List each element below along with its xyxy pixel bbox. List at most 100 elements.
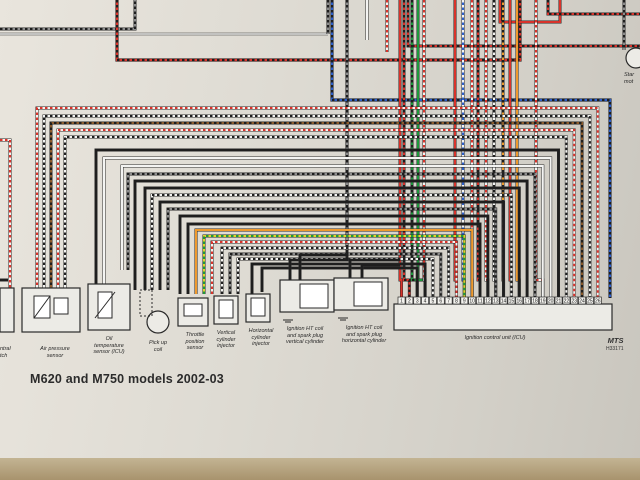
- icu-pin-19: [538, 296, 547, 305]
- icu-pin-label: 4: [424, 299, 427, 305]
- label-throttle-position-sensor: Throttle position sensor: [185, 332, 205, 351]
- wire: [95, 149, 560, 297]
- icu-pin-label: 24: [579, 299, 585, 305]
- icu-pin-label: 1: [400, 299, 403, 305]
- label-oil-temperature-sensor: Oil temperature sensor (ICU): [93, 336, 125, 355]
- wire: [299, 254, 347, 284]
- wire: [144, 187, 521, 297]
- icu-pin-label: 5: [432, 299, 435, 305]
- wire: [547, 0, 640, 15]
- label-edge-left: ntral tch: [0, 346, 11, 359]
- icu-pin-label: 23: [571, 299, 577, 305]
- wire-trace: [43, 115, 591, 297]
- icu-pin-9: [460, 296, 469, 305]
- wire-trace: [411, 0, 419, 297]
- wire-trace: [403, 0, 411, 297]
- wire-trace: [151, 194, 513, 297]
- icu-pin-label: 19: [540, 299, 546, 305]
- wire: [103, 157, 552, 297]
- icu-pin-17: [523, 296, 531, 305]
- wire: [0, 0, 136, 30]
- wire: [134, 180, 529, 297]
- wire-trace: [547, 0, 640, 15]
- air-pressure-sensor: [21, 287, 81, 333]
- icu-pin-label: 21: [556, 299, 562, 305]
- code-number: H33171: [606, 346, 624, 352]
- diagram-code: MTS H33171: [606, 337, 624, 353]
- wire-outline: [102, 156, 553, 297]
- icu-pin-label: 20: [548, 299, 554, 305]
- wire: [121, 165, 544, 297]
- icu-pin-label: 26: [595, 299, 601, 305]
- code-brand: MTS: [607, 336, 624, 345]
- air-sensor-arrow: [33, 295, 51, 319]
- icu-pin-10: [468, 296, 477, 305]
- throttle-sensor-element: [183, 303, 203, 317]
- icu-pin-15: [507, 296, 516, 305]
- wire: [179, 215, 489, 297]
- label-ignition-control-unit: Ignition control unit (ICU): [464, 335, 526, 341]
- wire: [159, 201, 505, 297]
- label-ignition-coil-horizontal: Ignition HT coil and spark plug horizont…: [341, 325, 387, 344]
- oil-sensor-arrow: [94, 291, 116, 319]
- coil-winding: [353, 281, 383, 307]
- wire-trace: [57, 129, 576, 297]
- icu-pin-13: [491, 296, 500, 305]
- edge-switch: [0, 287, 15, 333]
- icu-pin-label: 14: [501, 299, 507, 305]
- icu-pin-16: [515, 296, 524, 305]
- wire: [127, 173, 536, 297]
- icu-pin-20: [546, 296, 555, 305]
- icu-pin-4: [421, 296, 429, 305]
- icu-pin-25: [586, 296, 594, 305]
- wire: [187, 223, 481, 297]
- wire-trace: [0, 0, 136, 30]
- icu-pin-22: [562, 296, 571, 305]
- icu-pin-23: [570, 296, 579, 305]
- wire-trace: [407, 0, 640, 47]
- pick-up-coil: [146, 310, 170, 334]
- icu-pin-18: [531, 296, 539, 305]
- icu-pin-6: [436, 296, 445, 305]
- label-horizontal-cylinder-injector: Horizontal cylinder injector: [248, 328, 274, 347]
- wire-outline: [0, 138, 12, 290]
- pick-up-coil-shield: [139, 289, 153, 317]
- wire-trace: [0, 139, 11, 290]
- icu-pin-label: 12: [485, 299, 491, 305]
- icu-pin-3: [413, 296, 422, 305]
- icu-pin-24: [578, 296, 586, 305]
- wire: [203, 235, 466, 297]
- air-sensor-element: [53, 297, 69, 315]
- injector-coil: [218, 299, 234, 319]
- wire-trace: [330, 0, 612, 298]
- label-ignition-coil-vertical: Ignition HT coil and spark plug vertical…: [286, 326, 324, 345]
- icu-pin-label: 11: [477, 299, 482, 305]
- icu-pin-label: 6: [439, 299, 442, 305]
- label-edge-right: Star mot: [624, 72, 635, 85]
- wire-outline: [546, 0, 640, 16]
- icu-pin-21: [554, 296, 563, 305]
- wire-trace: [64, 136, 568, 297]
- icu-pin-label: 9: [463, 299, 466, 305]
- wire: [361, 264, 400, 278]
- wire: [43, 115, 591, 297]
- icu-pin-14: [499, 296, 508, 305]
- wire: [349, 259, 400, 278]
- label-air-pressure-sensor: Air pressure sensor: [40, 346, 70, 359]
- icu-pin-2: [405, 296, 414, 305]
- wire-trace: [211, 241, 458, 297]
- icu-pin-label: 10: [469, 299, 475, 305]
- icu-pin-label: 25: [587, 299, 593, 305]
- icu-pin-5: [429, 296, 437, 305]
- wire-trace: [115, 0, 522, 62]
- injector-coil: [250, 297, 266, 317]
- icu-pin-label: 7: [447, 299, 450, 305]
- icu-pin-label: 3: [416, 299, 419, 305]
- icu-pin-26: [593, 296, 602, 305]
- icu-pin-1: [397, 296, 406, 305]
- diagram-title: M620 and M750 models 2002-03: [30, 372, 224, 386]
- wire-outline: [42, 114, 592, 297]
